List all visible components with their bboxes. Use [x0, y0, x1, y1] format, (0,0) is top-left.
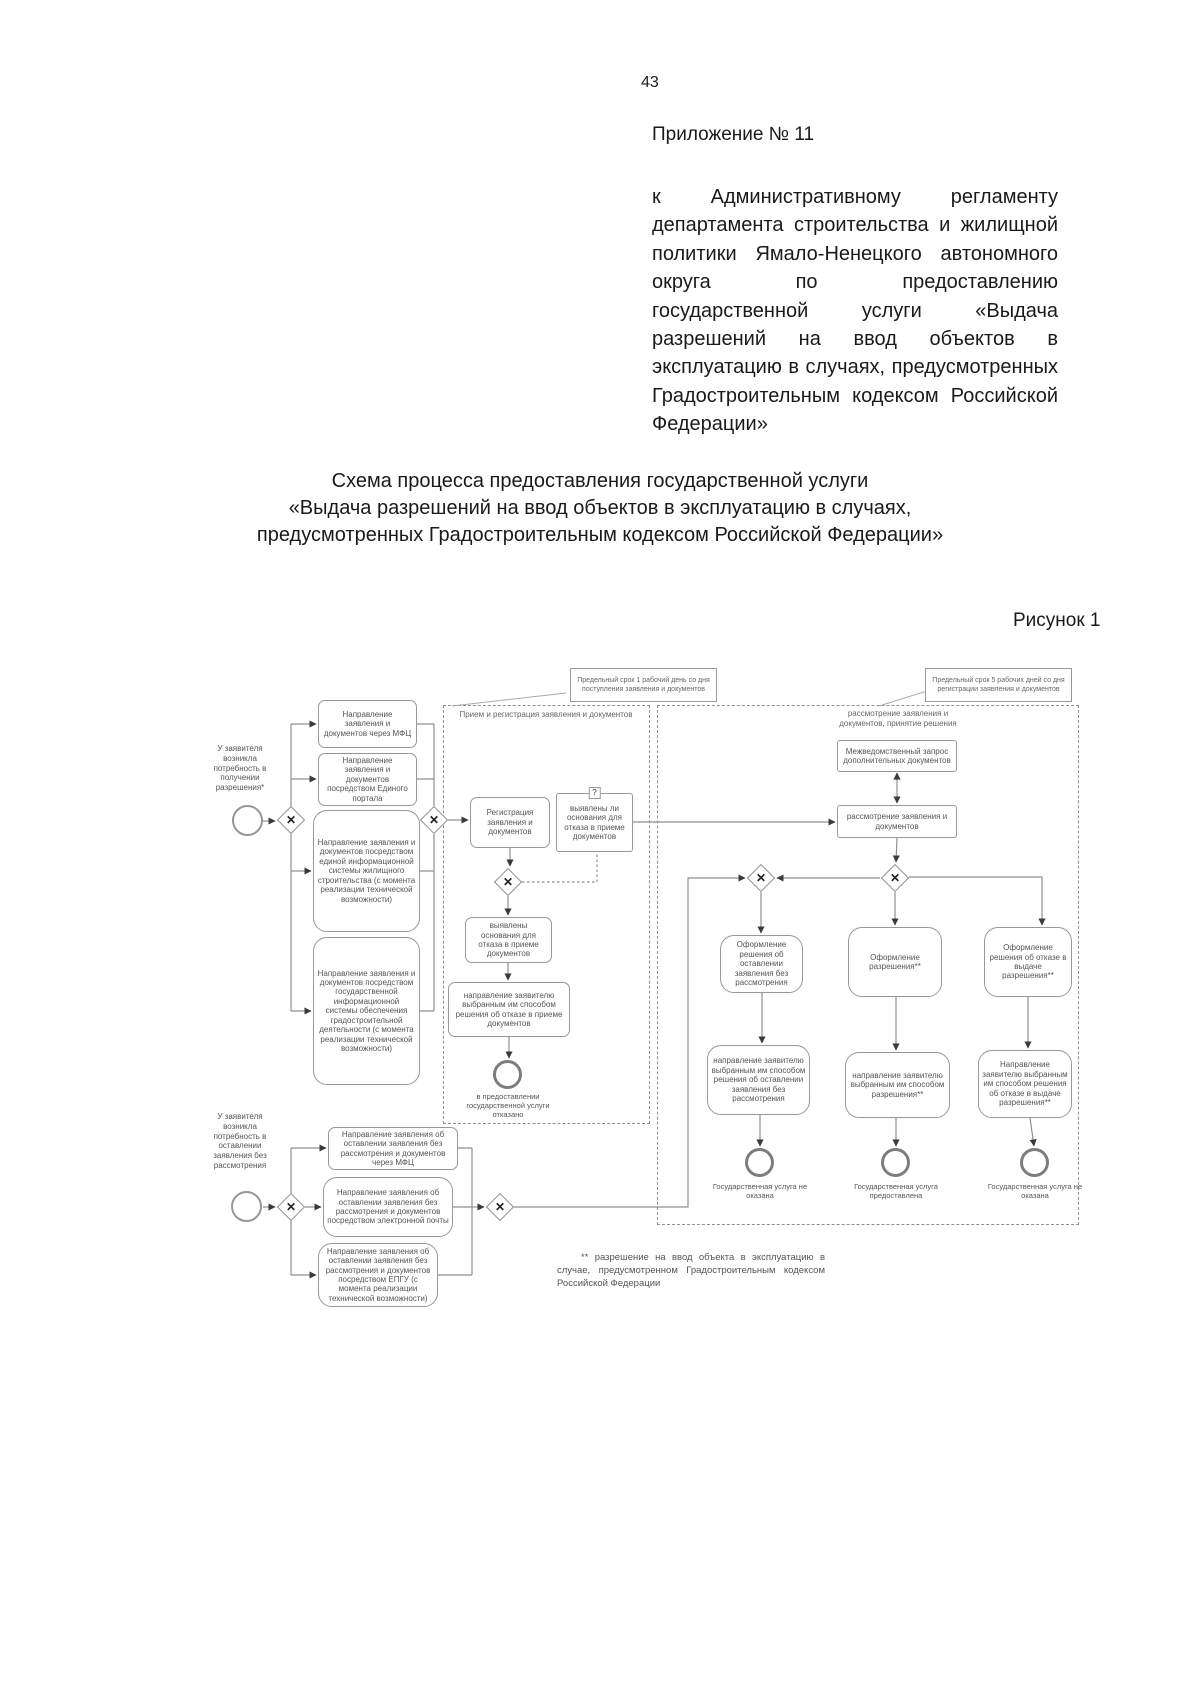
- send-box-refusal: Направление заявителю выбранным им спосо…: [978, 1050, 1072, 1118]
- channel-top-portal: Направление заявления и документов посре…: [318, 753, 417, 806]
- appendix-heading: Приложение № 11: [652, 124, 815, 145]
- x-gateway-icon: ✕: [502, 875, 514, 889]
- lane-review-title: рассмотрение заявления и документов, при…: [839, 709, 957, 728]
- send-box-permit: направление заявителю выбранным им спосо…: [845, 1052, 950, 1118]
- channel-top-eisgs: Направление заявления и документов посре…: [313, 810, 420, 932]
- lane-registration-title: Прием и регистрация заявления и документ…: [459, 710, 633, 719]
- question-annotation-text: выявлены ли основания для отказа в прием…: [564, 803, 625, 841]
- question-mark-icon: ?: [588, 787, 601, 799]
- x-gateway-icon: ✕: [494, 1200, 506, 1214]
- end-label-not-provided-2: Государственная услуга не оказана: [987, 1182, 1083, 1201]
- x-gateway-icon: ✕: [285, 1200, 297, 1214]
- gateway-split-top: ✕: [276, 805, 306, 835]
- lane-registration: [443, 705, 650, 1124]
- deadline-note-registration: Предельный срок 1 рабочий день со дня по…: [570, 668, 717, 702]
- end-event-provided: [881, 1148, 910, 1177]
- interdepartmental-request-box: Межведомственный запрос дополнительных д…: [837, 740, 957, 772]
- schema-title-line-2: «Выдача разрешений на ввод объектов в эк…: [288, 497, 912, 519]
- send-box-leave-without-review: направление заявителю выбранным им спосо…: [707, 1045, 810, 1115]
- review-application-box: рассмотрение заявления и документов: [837, 805, 957, 838]
- gateway-split-bottom: ✕: [276, 1192, 306, 1222]
- schema-title-line-1: Схема процесса предоставления государств…: [331, 470, 869, 492]
- channel-top-mfc: Направление заявления и документов через…: [318, 700, 417, 748]
- register-application-box: Регистрация заявления и документов: [470, 797, 550, 848]
- schema-title-line-3: предусмотренных Градостроительным кодекс…: [256, 524, 944, 546]
- lane-review: [657, 705, 1079, 1225]
- end-label-not-provided-1: Государственная услуга не оказана: [712, 1182, 808, 1201]
- end-event-not-provided-1: [745, 1148, 774, 1177]
- footnote: ** разрешение на ввод объекта в эксплуат…: [557, 1252, 825, 1289]
- start-label-bottom: У заявителя возникла потребность в остав…: [213, 1112, 267, 1170]
- question-annotation-box: ? выявлены ли основания для отказа в при…: [556, 787, 633, 852]
- start-label-top: У заявителя возникла потребность в получ…: [213, 744, 267, 792]
- x-gateway-icon: ✕: [285, 813, 297, 827]
- x-gateway-icon: ✕: [755, 871, 767, 885]
- end-label-registration: в предоставлении государственной услуги …: [466, 1092, 550, 1120]
- channel-bottom-mfc: Направление заявления об оставлении заяв…: [328, 1127, 458, 1170]
- decision-box-issue-permit: Оформление разрешения**: [848, 927, 942, 997]
- gateway-branch-main: ✕: [880, 863, 910, 893]
- deadline-note-review: Предельный срок 5 рабочих дней со дня ре…: [925, 668, 1072, 702]
- x-gateway-icon: ✕: [889, 871, 901, 885]
- start-event-bottom: [231, 1191, 262, 1222]
- decision-box-refuse-permit: Оформление решения об отказе в выдаче ра…: [984, 927, 1072, 997]
- end-label-provided: Государственная услуга предоставлена: [854, 1182, 938, 1201]
- channel-top-gisogd: Направление заявления и документов посре…: [313, 937, 420, 1085]
- end-event-not-provided-2: [1020, 1148, 1049, 1177]
- regulation-paragraph: к Административному регламенту департаме…: [652, 186, 1058, 436]
- gateway-registration: ✕: [493, 867, 523, 897]
- grounds-found-box: выявлены основания для отказа в приеме д…: [465, 917, 552, 963]
- start-event-top: [232, 805, 263, 836]
- end-event-registration: [493, 1060, 522, 1089]
- page-number: 43: [641, 74, 659, 91]
- x-gateway-icon: ✕: [428, 813, 440, 827]
- send-refusal-box: направление заявителю выбранным им спосо…: [448, 982, 570, 1037]
- channel-bottom-epgu: Направление заявления об оставлении заяв…: [318, 1243, 438, 1307]
- schema-title: Схема процесса предоставления государств…: [0, 468, 1200, 549]
- figure-caption: Рисунок 1: [1013, 610, 1101, 631]
- gateway-merge-top: ✕: [419, 805, 449, 835]
- decision-box-leave-without-review: Оформление решения об оставлении заявлен…: [720, 935, 803, 993]
- channel-bottom-email: Направление заявления об оставлении заяв…: [323, 1177, 453, 1237]
- gateway-branch-left: ✕: [746, 863, 776, 893]
- gateway-merge-bottom: ✕: [485, 1192, 515, 1222]
